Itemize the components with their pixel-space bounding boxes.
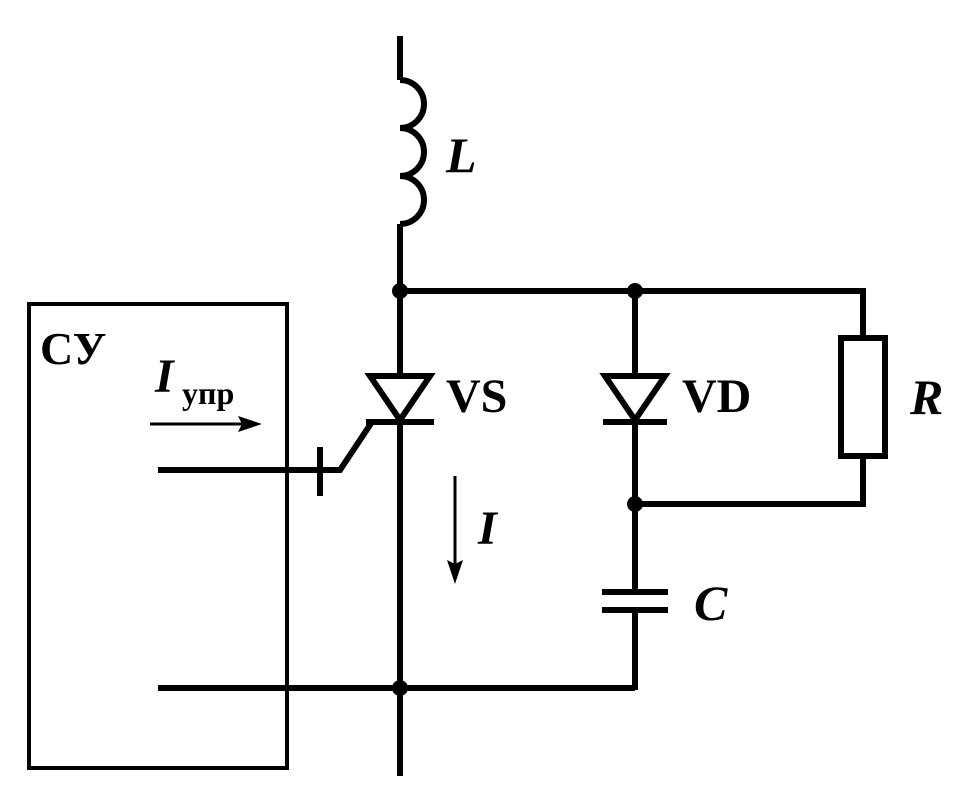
control-unit-box <box>27 302 289 770</box>
capacitor-label: C <box>694 575 728 631</box>
resistor-label: R <box>909 369 943 425</box>
control-current-arrow <box>150 416 262 432</box>
control-unit-label: СУ <box>40 323 106 374</box>
top-bus-wire <box>400 288 866 338</box>
control-current-subscript: упр <box>182 375 234 411</box>
resistor-return-wire <box>635 456 866 507</box>
thyristor-label: VS <box>446 370 507 423</box>
diode-VD <box>599 373 671 426</box>
diode-label: VD <box>682 370 751 423</box>
inductor-label: L <box>445 127 477 183</box>
thyristor-gate-wire <box>320 419 400 473</box>
main-current-arrow <box>447 476 463 584</box>
main-current-label: I <box>477 502 499 555</box>
inductor-L <box>399 77 427 227</box>
resistor-R <box>838 335 888 459</box>
control-current-label: I <box>154 350 176 403</box>
node-bottom <box>392 680 408 696</box>
thyristor-VS <box>364 373 436 426</box>
